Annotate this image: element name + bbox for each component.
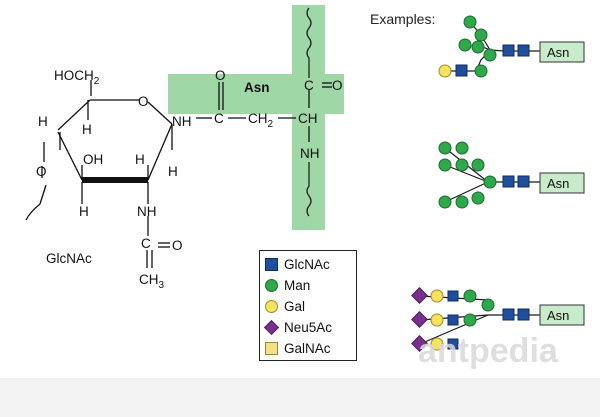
example-1-glycan: Asn <box>438 15 585 78</box>
glcnac-name-label: GlcNAc <box>46 251 92 266</box>
ex2-glcnac-2 <box>517 175 530 188</box>
ex3-glcnac-1 <box>447 290 459 302</box>
ex3-gal-3 <box>430 337 444 351</box>
ex1-man-6 <box>474 64 488 78</box>
ex2-man-7 <box>438 195 452 209</box>
ch3-label: CH3 <box>139 272 165 291</box>
h-right-label: H <box>168 164 178 179</box>
ex2-man-5 <box>471 158 485 172</box>
blue-square-icon <box>265 258 278 271</box>
asn-backbone-highlight <box>292 5 325 230</box>
legend-item-neu5ac: Neu5Ac <box>263 317 356 338</box>
legend-label-glcnac: GlcNAc <box>284 257 330 272</box>
ex2-asn-box <box>539 172 585 194</box>
ex1-glcnac-3 <box>517 44 530 57</box>
ex3-glcnac-2 <box>447 314 459 326</box>
ex1-man-5 <box>483 48 497 62</box>
molecule-labels: HOCH2 O H H NH OH H H O H NH C O CH3 Glc… <box>36 68 343 291</box>
legend-label-galnac: GalNAc <box>284 341 331 356</box>
nh-bottom-label: NH <box>137 204 157 219</box>
ex3-glcnac-3 <box>447 338 459 350</box>
ex2-man-8 <box>455 195 469 209</box>
nh-link-label: NH <box>172 114 192 129</box>
backbone-wave-bottom <box>306 162 312 217</box>
backbone-nh-label: NH <box>300 146 320 161</box>
ex2-man-9 <box>471 191 485 205</box>
ex3-asn-label: Asn <box>547 308 569 323</box>
ex1-man-1 <box>463 15 477 29</box>
ex1-man-4 <box>471 40 485 54</box>
h-left-label: H <box>38 114 48 129</box>
link-oxygen-label: O <box>215 68 226 83</box>
ex3-man-3 <box>481 298 495 312</box>
legend-item-gal: Gal <box>265 296 356 317</box>
asn-name-label: Asn <box>244 80 270 95</box>
yellow-square-icon <box>265 342 278 355</box>
example-2-glycan: Asn <box>438 141 585 209</box>
ex3-asn-box <box>539 304 585 326</box>
examples-title: Examples: <box>370 11 435 27</box>
ex1-asn-label: Asn <box>547 45 569 60</box>
ex3-glcnac-5 <box>517 308 530 321</box>
backbone-wave-top <box>306 7 312 78</box>
asn-sidechain-highlight <box>168 74 344 114</box>
yellow-circle-icon <box>265 300 278 313</box>
backbone-carbon-label: C <box>304 78 314 93</box>
oh-label: OH <box>83 152 103 167</box>
legend-label-man: Man <box>284 278 311 293</box>
example-3-glycan: Asn <box>411 287 585 352</box>
ch-label: CH <box>298 111 318 126</box>
ex1-asn-box <box>539 41 585 63</box>
ex3-neu5ac-3 <box>411 335 428 352</box>
ex3-man-2 <box>463 313 477 327</box>
ex1-glcnac-2 <box>502 44 515 57</box>
green-circle-icon <box>265 279 278 292</box>
ex3-gal-2 <box>430 313 444 327</box>
ch2-label: CH2 <box>248 111 274 130</box>
ex3-gal-1 <box>430 289 444 303</box>
h-mid-label: H <box>135 152 145 167</box>
ex3-neu5ac-1 <box>411 287 428 304</box>
monosaccharide-legend: GlcNAc Man Gal Neu5Ac GalNAc <box>259 250 357 361</box>
legend-item-glcnac: GlcNAc <box>265 254 356 275</box>
purple-diamond-icon <box>263 319 280 336</box>
watermark-text: antpedia <box>418 332 559 370</box>
legend-item-man: Man <box>265 275 356 296</box>
carbonyl-o-label: O <box>172 238 183 253</box>
hoch2-label: HOCH2 <box>54 68 100 87</box>
ex3-glcnac-4 <box>502 308 515 321</box>
legend-item-galnac: GalNAc <box>265 338 356 359</box>
backbone-oxygen-label: O <box>332 78 343 93</box>
h-bottom-left-label: H <box>79 204 89 219</box>
ex2-man-3 <box>438 158 452 172</box>
ex2-man-4 <box>455 158 469 172</box>
ex1-glcnac-1 <box>455 64 468 77</box>
ex2-man-1 <box>438 141 452 155</box>
ex3-neu5ac-2 <box>411 311 428 328</box>
legend-label-gal: Gal <box>284 299 306 314</box>
ex2-asn-label: Asn <box>547 176 569 191</box>
link-carbon-label: C <box>214 111 224 126</box>
ex1-man-2 <box>474 28 488 42</box>
ex2-man-2 <box>455 141 469 155</box>
bottom-band <box>0 378 600 417</box>
carbonyl-c-label: C <box>141 236 151 251</box>
ex2-man-6 <box>483 175 497 189</box>
ex1-man-3 <box>458 38 472 52</box>
glcnac-ring <box>25 80 173 268</box>
ring-oxygen-label: O <box>138 94 149 109</box>
o-left-label: O <box>36 164 47 179</box>
ex2-glcnac-1 <box>502 175 515 188</box>
h-top-label: H <box>82 122 92 137</box>
legend-label-neu5ac: Neu5Ac <box>284 320 333 335</box>
asn-linkage-bonds <box>196 82 332 142</box>
ex3-man-1 <box>463 289 477 303</box>
ex1-gal <box>438 64 452 78</box>
